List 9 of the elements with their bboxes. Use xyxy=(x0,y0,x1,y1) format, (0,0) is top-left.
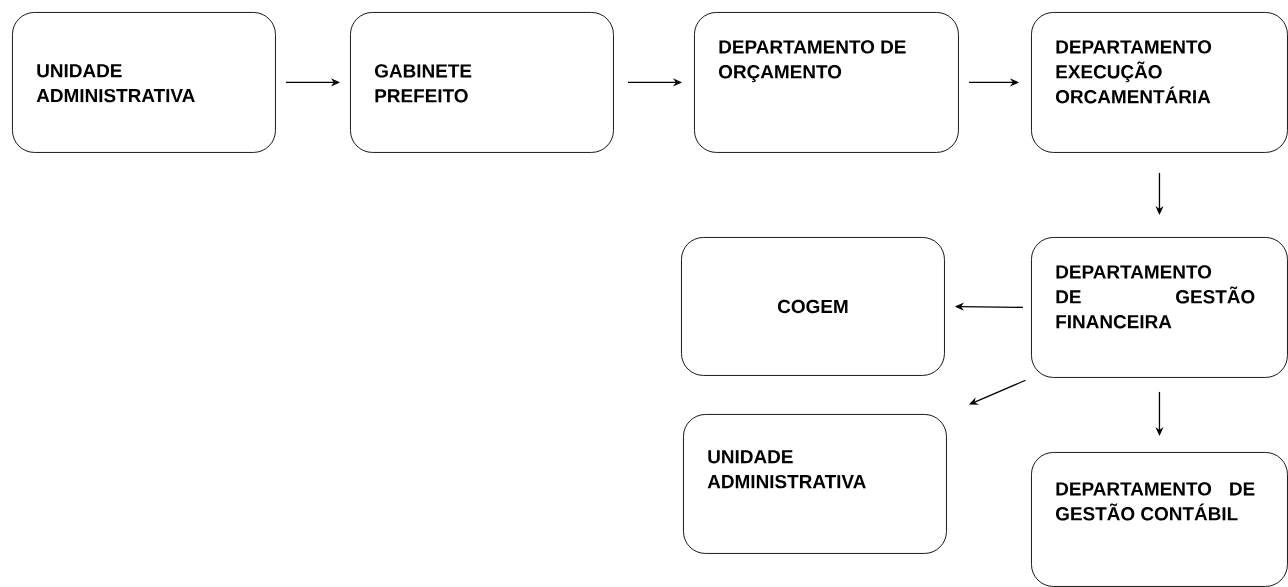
process-box: GABINETE PREFEITO xyxy=(350,12,614,153)
process-box: COGEM xyxy=(681,237,945,376)
process-box: DEPARTAMENTO EXECUÇÃO ORCAMENTÁRIA xyxy=(1031,12,1288,153)
process-box: UNIDADE ADMINISTRATIVA xyxy=(12,12,276,153)
process-box: DEPARTAMENTO DE ORÇAMENTO xyxy=(694,12,959,153)
arrow xyxy=(969,379,1027,405)
process-box: DEPARTAMENTO DE GESTÃO CONTÁBIL xyxy=(1031,452,1288,587)
process-box: DEPARTAMENTO DE GESTÃO FINANCEIRA xyxy=(1031,237,1288,378)
process-box: UNIDADE ADMINISTRATIVA xyxy=(683,414,947,554)
